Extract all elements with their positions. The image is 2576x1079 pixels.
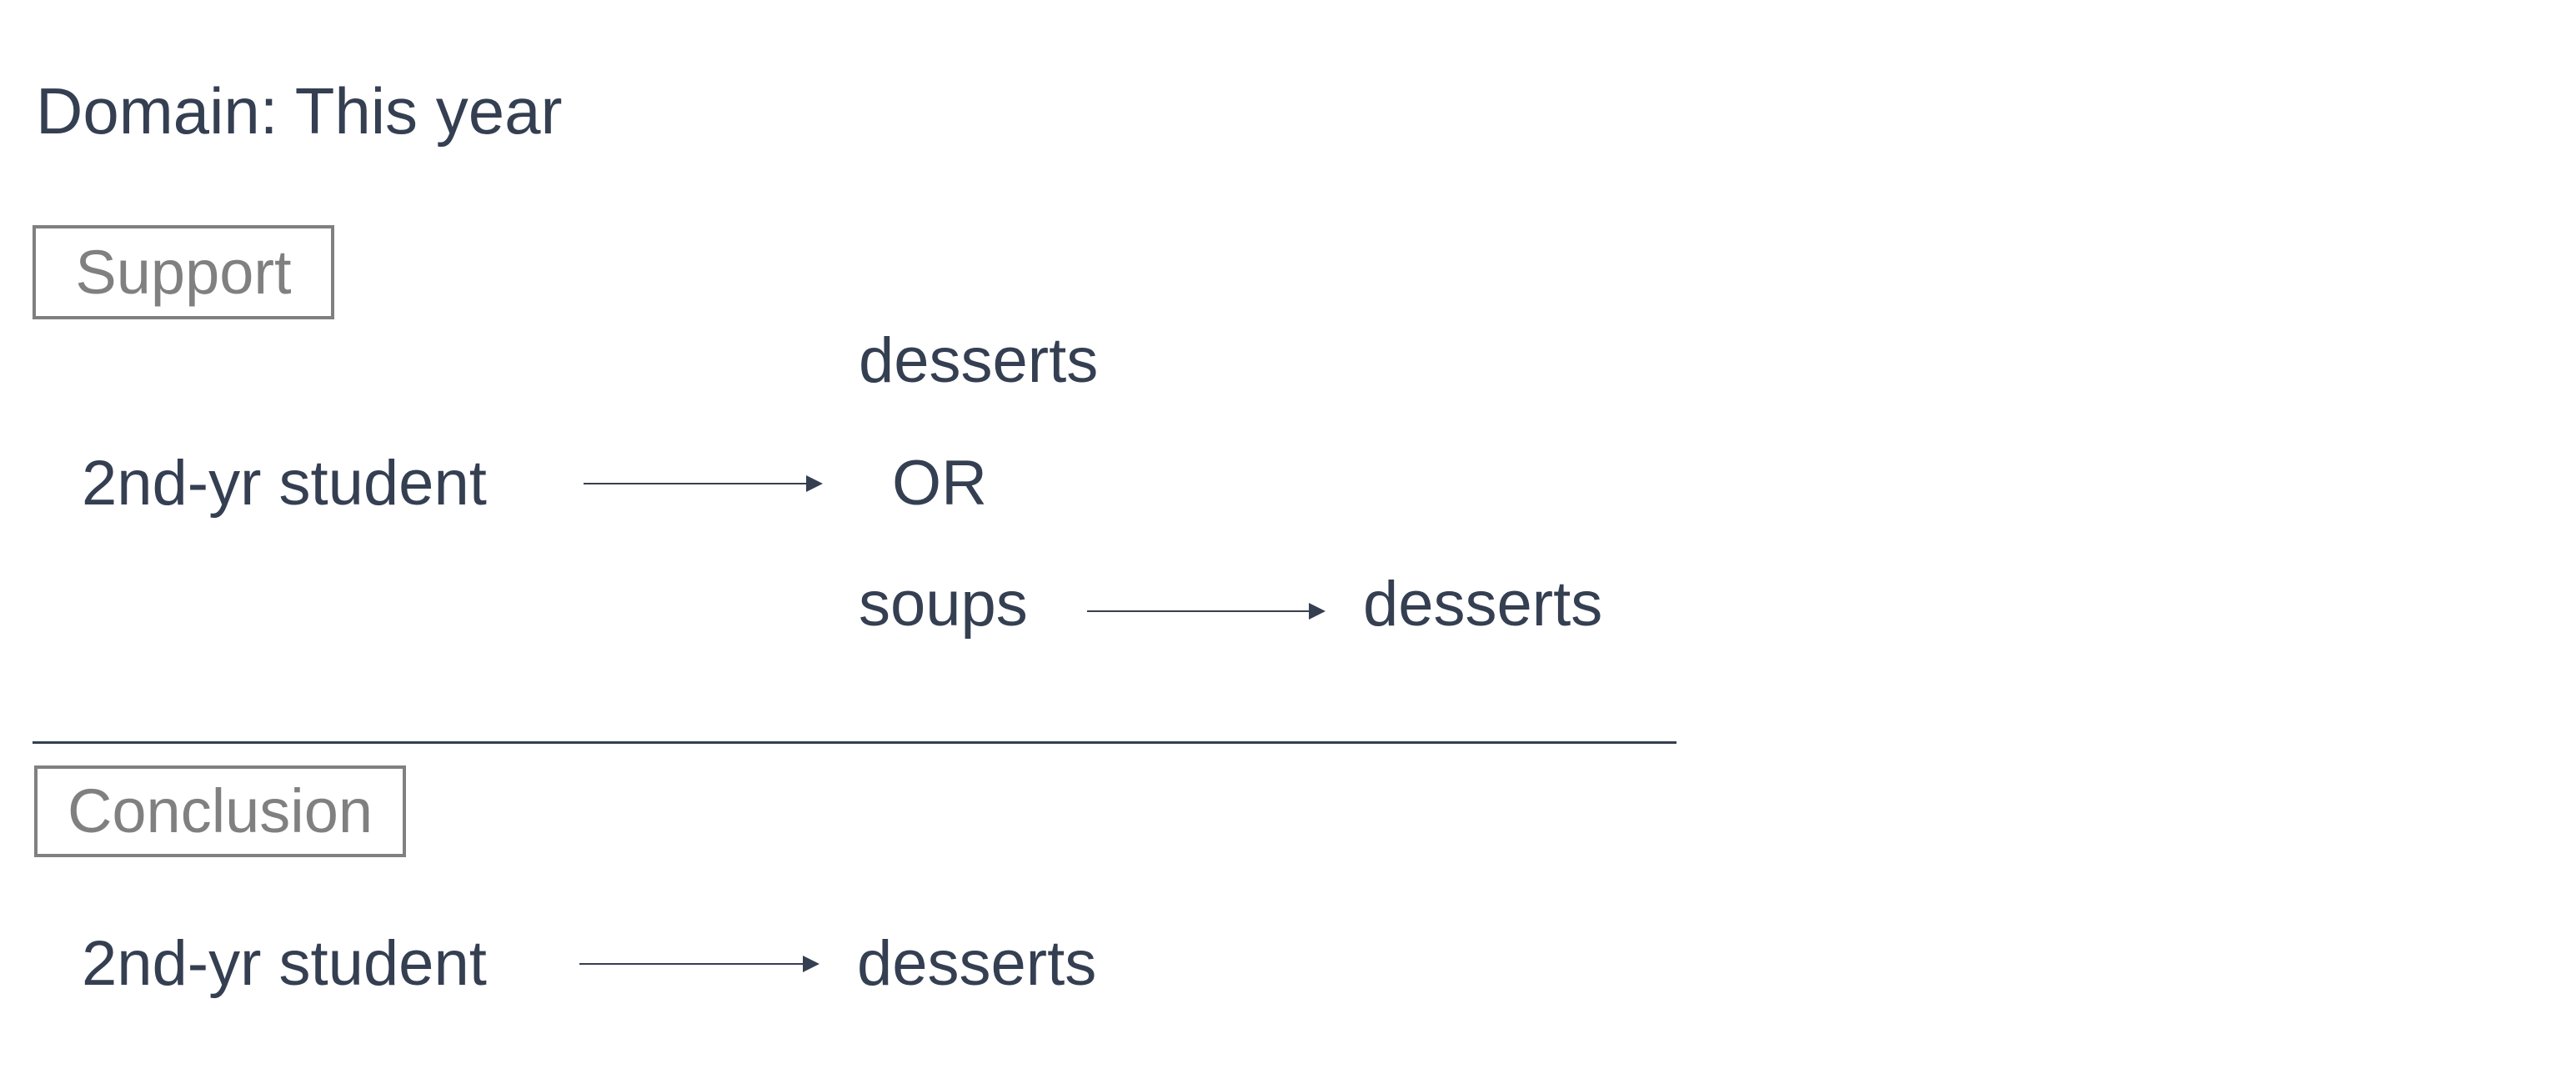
support-option-soups: soups bbox=[859, 569, 1028, 640]
divider-line bbox=[33, 741, 1676, 744]
soups-arrow-icon bbox=[1087, 610, 1324, 612]
domain-title: Domain: This year bbox=[36, 74, 563, 148]
support-premise-subject: 2nd-yr student bbox=[82, 448, 487, 519]
conclusion-label-box: Conclusion bbox=[34, 765, 406, 857]
conclusion-arrow-icon bbox=[579, 963, 818, 965]
or-label: OR bbox=[892, 448, 987, 519]
support-label: Support bbox=[75, 237, 292, 307]
conclusion-label: Conclusion bbox=[67, 776, 373, 846]
support-arrow-icon bbox=[584, 483, 821, 484]
support-option-desserts: desserts bbox=[859, 325, 1099, 396]
support-label-box: Support bbox=[33, 225, 334, 319]
conclusion-subject: 2nd-yr student bbox=[82, 928, 487, 999]
support-soups-result: desserts bbox=[1363, 569, 1603, 640]
conclusion-result: desserts bbox=[857, 928, 1097, 999]
